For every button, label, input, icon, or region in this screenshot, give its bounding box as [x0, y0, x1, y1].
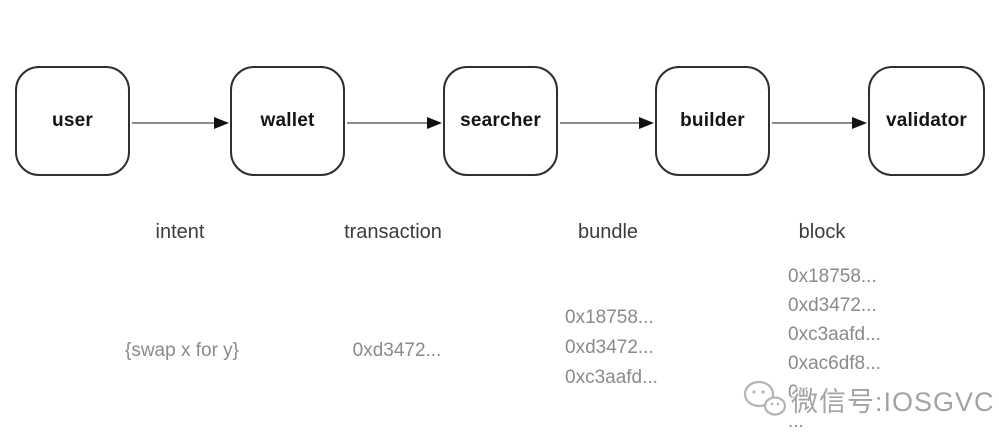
payload-line: 0xd3472... [565, 337, 654, 358]
watermark: 微信号:IOSGVC [742, 379, 995, 419]
node-validator-label: validator [886, 110, 967, 131]
arrow-wallet-to-searcher [347, 117, 442, 129]
payload-line: 0x... [788, 382, 824, 403]
payload-line: 0x18758... [565, 307, 654, 328]
stage-label-intent: intent [155, 221, 205, 243]
node-builder-label: builder [680, 110, 745, 131]
payload-line: ... [788, 411, 804, 432]
node-user-label: user [52, 110, 93, 131]
node-wallet-label: wallet [260, 110, 315, 131]
stage-label-transaction: transaction [344, 221, 442, 243]
arrow-searcher-to-builder [560, 117, 654, 129]
node-searcher: searcher [443, 66, 558, 176]
payload-block-list: 0x18758... 0xd3472... 0xc3aafd... 0xac6d… [788, 262, 881, 436]
stage-label-bundle: bundle [577, 221, 639, 243]
watermark-text: 微信号:IOSGVC [791, 386, 995, 417]
payload-line: 0xac6df8... [788, 353, 881, 374]
arrow-builder-to-validator [772, 117, 867, 129]
arrow-user-to-wallet [132, 117, 229, 129]
node-searcher-label: searcher [460, 110, 541, 131]
payload-bundle-list: 0x18758... 0xd3472... 0xc3aafd... [565, 303, 658, 393]
payload-line: 0xc3aafd... [565, 367, 658, 388]
payload-intent: {swap x for y} [124, 340, 240, 361]
stage-label-block: block [798, 221, 846, 243]
node-validator: validator [868, 66, 985, 176]
node-user: user [15, 66, 130, 176]
payload-line: 0xd3472... [788, 295, 877, 316]
payload-line: 0xc3aafd... [788, 324, 881, 345]
node-wallet: wallet [230, 66, 345, 176]
payload-line: 0x18758... [788, 266, 877, 287]
wechat-icon [743, 380, 787, 416]
payload-transaction: 0xd3472... [352, 340, 442, 361]
node-builder: builder [655, 66, 770, 176]
